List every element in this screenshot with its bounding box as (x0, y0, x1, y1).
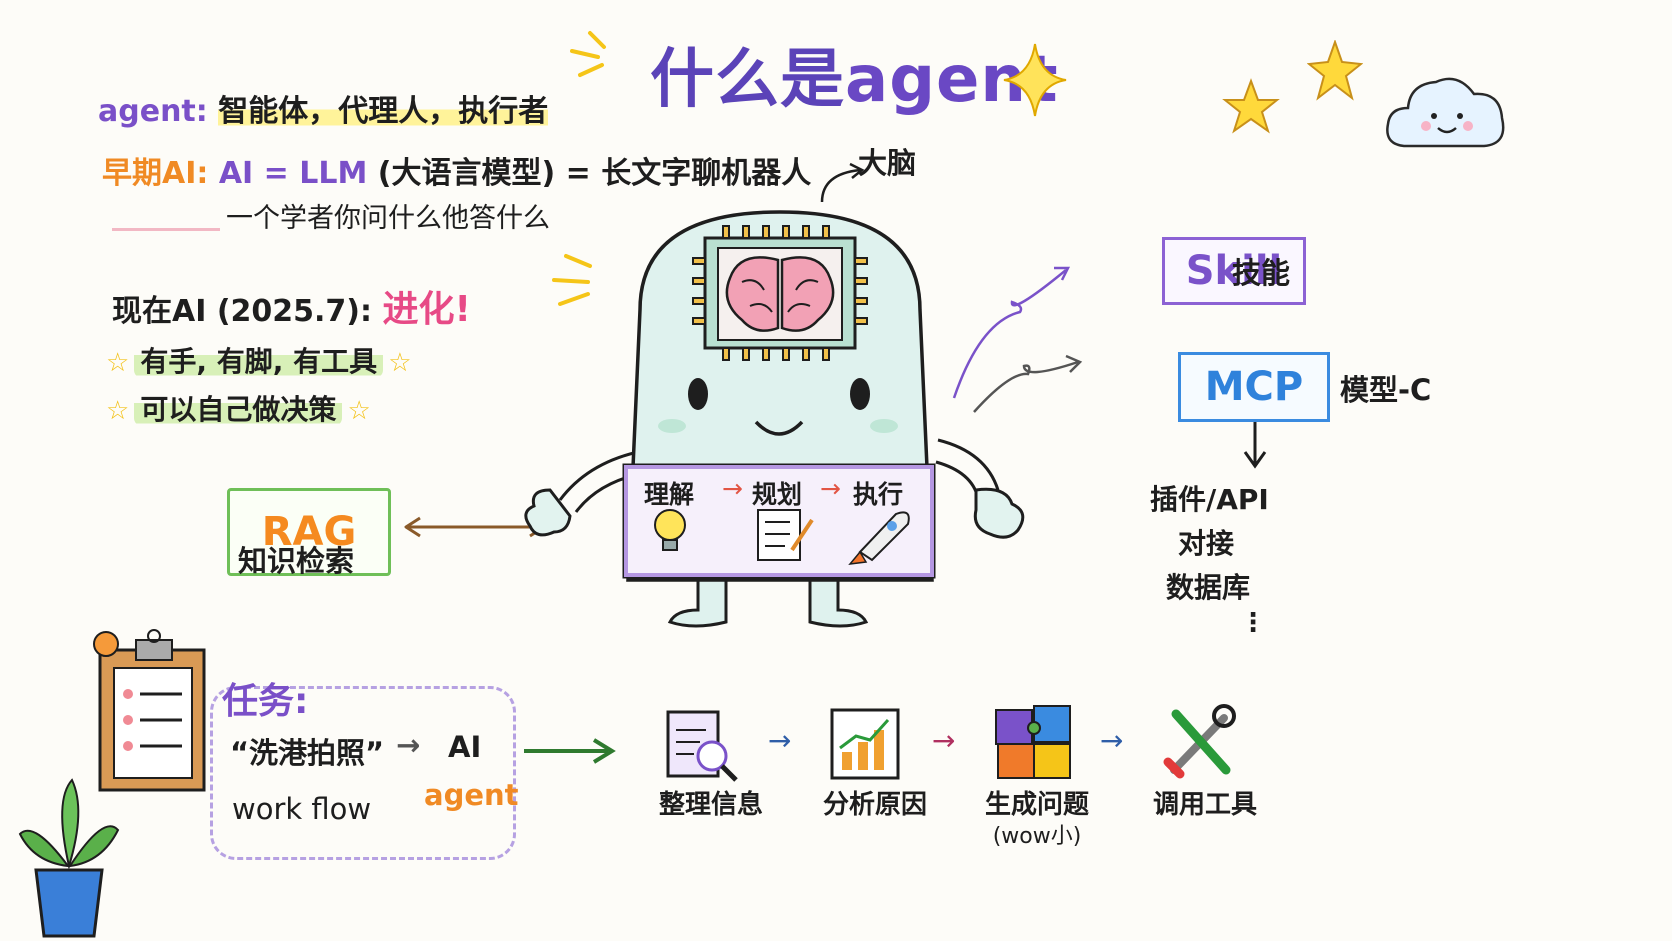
skill-label: Skill (1185, 248, 1283, 294)
early-ai-formula: AI = LLM (218, 156, 368, 191)
mcp-item-plugin: 插件/API (1150, 483, 1269, 516)
flow-step-label: 分析原因 (822, 790, 927, 820)
arrow-right-icon: → (722, 474, 743, 503)
puzzle-icon (995, 705, 1071, 779)
clipboard-icon (93, 629, 206, 792)
skill-box: Skill (1162, 237, 1306, 305)
now-ai-line: 现在AI (2025.7): 进化! (112, 280, 471, 332)
early-ai-colon: : (196, 156, 209, 191)
tools-icon (1163, 704, 1236, 779)
definition-colon: : (195, 94, 208, 129)
definition-line: agent: 智能体，代理人，执行者 (98, 86, 549, 130)
sparkle-lines-icon (552, 254, 592, 306)
task-workflow: work flow (232, 792, 372, 826)
mcp-caption: 模型-C (1340, 373, 1432, 407)
robot-step-plan: 规划 (752, 480, 803, 509)
flow-step-label: 调用工具 (1152, 790, 1257, 820)
mcp-item-database: 数据库 (1166, 571, 1251, 604)
task-header: 任务: (222, 681, 309, 722)
rag-caption: 知识检索 (238, 544, 355, 578)
task-quote: “洗港拍照” (230, 736, 385, 770)
early-ai-formula-rest: (大语言模型) = 长文字聊机器人 (377, 156, 812, 191)
mcp-item-connect: 对接 (1178, 527, 1235, 560)
robot-illustration (524, 210, 1025, 628)
bar-chart-icon (830, 708, 900, 780)
task-arrow: → (396, 728, 421, 762)
definition-text: 智能体，代理人，执行者 (218, 94, 549, 129)
early-ai-label: 早期AI (102, 156, 197, 191)
now-point-text: 有手, 有脚, 有工具 (134, 345, 384, 378)
star-bullet-icon: ☆ (388, 348, 412, 378)
mcp-label: MCP (1204, 364, 1304, 410)
now-ai-label: 现在AI (2025.7): (112, 294, 373, 329)
star-bullet-icon: ☆ (106, 396, 130, 426)
arrow-down-icon (1243, 422, 1267, 469)
star-icon (1307, 40, 1363, 101)
star-bullet-icon: ☆ (347, 396, 371, 426)
flow-step-label: 整理信息 (658, 790, 763, 820)
now-point-2: ☆ 可以自己做决策 ☆ (106, 388, 371, 428)
task-ai: AI (448, 730, 482, 764)
brain-label: 大脑 (858, 146, 917, 180)
rag-label: RAG (261, 509, 357, 555)
mcp-more-dots: ⋮ (1240, 608, 1266, 638)
star-icon (1222, 78, 1280, 134)
task-box (210, 686, 516, 860)
robot-step-understand: 理解 (644, 480, 695, 509)
title-prefix: 什么是 (650, 43, 845, 117)
star-icon (1003, 43, 1067, 117)
early-ai-line: 早期AI: AI = LLM (大语言模型) = 长文字聊机器人 (102, 148, 811, 192)
connector-arrows (952, 266, 1083, 413)
arrow-right-icon: → (1100, 724, 1124, 757)
sparkle-lines-icon (570, 31, 606, 77)
page-title: 什么是agent (650, 28, 1059, 120)
magnifier-clipboard-icon (666, 710, 738, 782)
flow-step-sub: (wow小) (992, 824, 1082, 849)
flow-step-label: 生成问题 (984, 790, 1089, 820)
robot-step-execute: 执行 (853, 480, 904, 509)
smiling-cloud-icon (1386, 77, 1505, 148)
task-agent: agent (424, 778, 519, 812)
arrow-right-icon: → (820, 474, 841, 503)
curved-arrow-icon (820, 162, 865, 203)
definition-term: agent (98, 94, 196, 129)
early-note-dash (112, 228, 220, 231)
early-ai-note: 一个学者你问什么他答什么 (226, 203, 550, 234)
potted-plant-icon (18, 778, 120, 938)
evolve-text: 进化! (382, 289, 471, 330)
mcp-box: MCP (1178, 352, 1330, 422)
now-point-1: ☆ 有手, 有脚, 有工具 ☆ (106, 340, 412, 380)
star-bullet-icon: ☆ (106, 348, 130, 378)
now-point-text: 可以自己做决策 (134, 393, 343, 426)
arrow-right-icon: → (768, 724, 792, 757)
rag-box: RAG (227, 488, 391, 576)
arrow-right-icon (524, 738, 616, 764)
skill-caption: 技能 (1232, 256, 1291, 290)
arrow-right-icon: → (932, 724, 956, 757)
